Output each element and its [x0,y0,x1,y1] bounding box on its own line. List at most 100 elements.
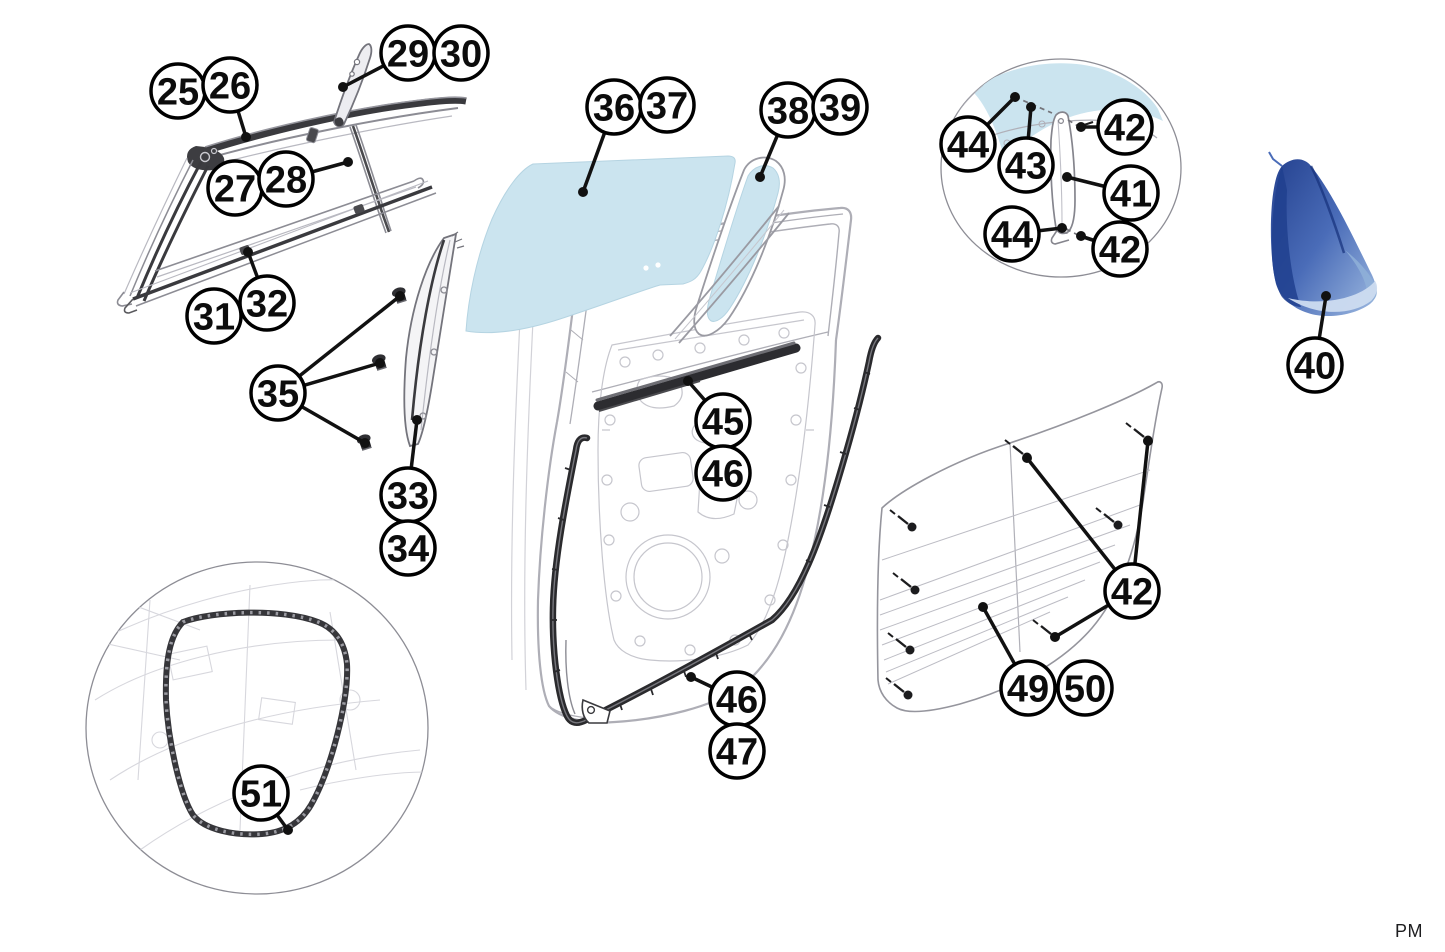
callout-4522: 45 [683,376,752,450]
callout-circle [185,287,243,345]
callout-272: 27 [206,159,264,217]
callout-327: 32 [238,247,296,332]
leader-dot [978,602,988,612]
leader-dot [1057,223,1067,233]
leader-dot [1010,92,1020,102]
leader-dot [343,157,353,167]
callout-283: 28 [257,150,353,208]
callout-circle [249,364,307,422]
leader-dot [1076,231,1086,241]
leader-dot [1143,436,1153,446]
leader-dot [395,291,405,301]
callout-circle [708,722,766,780]
leader-dot [412,415,422,425]
upper-clip-strip [333,43,373,128]
leader-dot [241,132,251,142]
callout-circle [1091,220,1149,278]
callout-4725: 47 [708,722,766,780]
callout-305: 30 [432,24,490,82]
callout-number: 51 [240,774,282,816]
leader-dot [1076,122,1086,132]
callout-number: 34 [387,529,429,571]
callout-4623: 46 [694,444,752,502]
callout-circle [1102,164,1160,222]
callout-number: 33 [387,476,429,518]
callout-number: 36 [593,88,635,130]
callout-number: 37 [646,86,688,128]
leader-dot [578,187,588,197]
inset-body-opening-seal [85,561,429,895]
callout-number: 32 [246,284,288,326]
callout-number: 44 [947,125,989,167]
callout-number: 42 [1104,108,1146,150]
callout-number: 31 [193,297,235,339]
door-perimeter-seal [549,334,882,726]
callout-number: 39 [819,88,861,130]
leader-dot [243,247,253,257]
leader-dot [683,376,693,386]
callout-number: 29 [387,34,429,76]
callout-circle [1096,98,1154,156]
callout-circle [1286,336,1344,394]
callout-circle [939,115,997,173]
callout-number: 44 [991,215,1033,257]
quarter-glass-assembly [669,156,790,344]
callout-number: 49 [1007,669,1049,711]
callout-number: 28 [265,160,307,202]
callout-number: 42 [1111,572,1153,614]
callout-number: 41 [1110,174,1152,216]
window-frame-assembly [116,96,467,314]
water-shield-film [1268,151,1378,316]
callout-circle [983,205,1041,263]
callout-circle [1056,659,1114,717]
callout-number: 26 [209,66,251,108]
callout-261: 26 [201,56,259,142]
callout-5028: 50 [1056,659,1114,717]
leader-dot [283,825,293,835]
leader-dot [338,82,348,92]
door-glass [465,155,736,334]
callout-circle [638,76,696,134]
callout-number: 30 [440,34,482,76]
callout-4015: 40 [1286,291,1344,394]
callout-4218: 42 [1076,98,1154,156]
callout-circle [201,56,259,114]
leader-dot [686,672,696,682]
leader-dot [1026,102,1036,112]
callout-number: 47 [716,732,758,774]
callout-number: 45 [702,402,744,444]
callout-number: 35 [257,374,299,416]
leader-dot [755,172,765,182]
callout-circle [379,519,437,577]
callout-circle [432,24,490,82]
callout-number: 40 [1294,346,1336,388]
leader-dot [1062,172,1072,182]
callout-number: 38 [767,91,809,133]
callout-circle [811,78,869,136]
callout-5129: 51 [232,764,293,835]
belt-moulding [593,341,801,412]
callout-4420: 44 [983,205,1067,263]
callout-circle [232,764,290,822]
callout-circle [238,274,296,332]
deadener-panel [876,381,1163,713]
callout-316: 31 [185,287,243,345]
callout-circle [997,136,1055,194]
page-code-label: PM [1395,921,1423,941]
leader-dot [1022,453,1032,463]
callout-number: 46 [716,680,758,722]
callout-4624: 46 [686,670,766,728]
callout-3813: 38 [755,81,817,182]
leader-dot [375,358,385,368]
callout-250: 25 [149,62,207,120]
callout-4226: 42 [1022,436,1161,642]
callout-3712: 37 [638,76,696,134]
callout-4416: 44 [939,92,1020,173]
callout-circle [999,659,1057,717]
callout-4317: 43 [997,102,1055,194]
callout-294: 29 [338,24,437,92]
leader-dot [1050,632,1060,642]
callout-3611: 36 [578,78,643,197]
